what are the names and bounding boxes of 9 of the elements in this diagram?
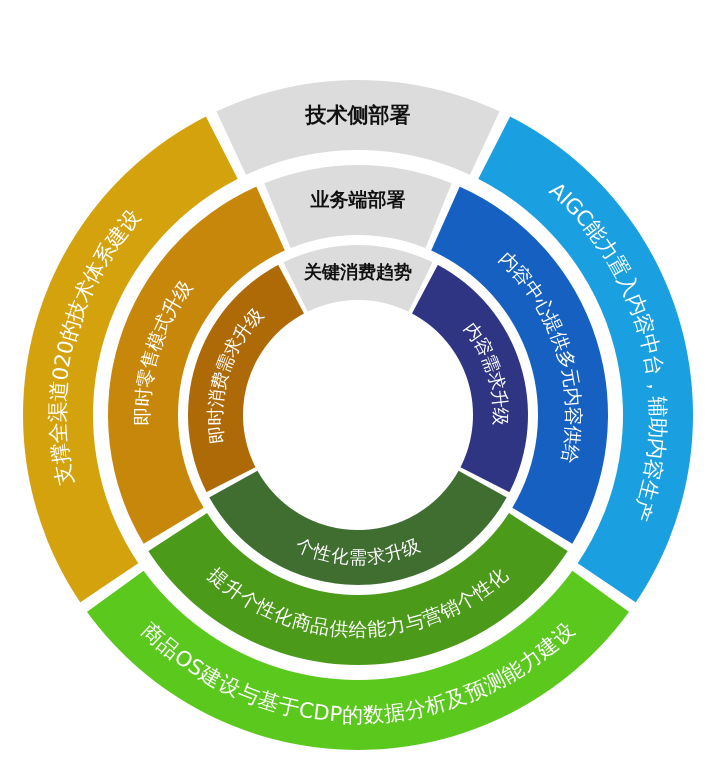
band-label: 技术侧部署: [306, 103, 410, 127]
band-label: 业务端部署: [310, 189, 406, 211]
band-label: 关键消费趋势: [304, 262, 412, 283]
band-label: 即时消费需求升级: [204, 304, 268, 445]
band-label: 个性化需求升级: [293, 534, 423, 568]
band-label: 即时零售模式升级: [132, 276, 197, 426]
band-label: 内容需求升级: [460, 318, 512, 426]
header-band: [264, 165, 452, 248]
header-band: [216, 80, 500, 175]
